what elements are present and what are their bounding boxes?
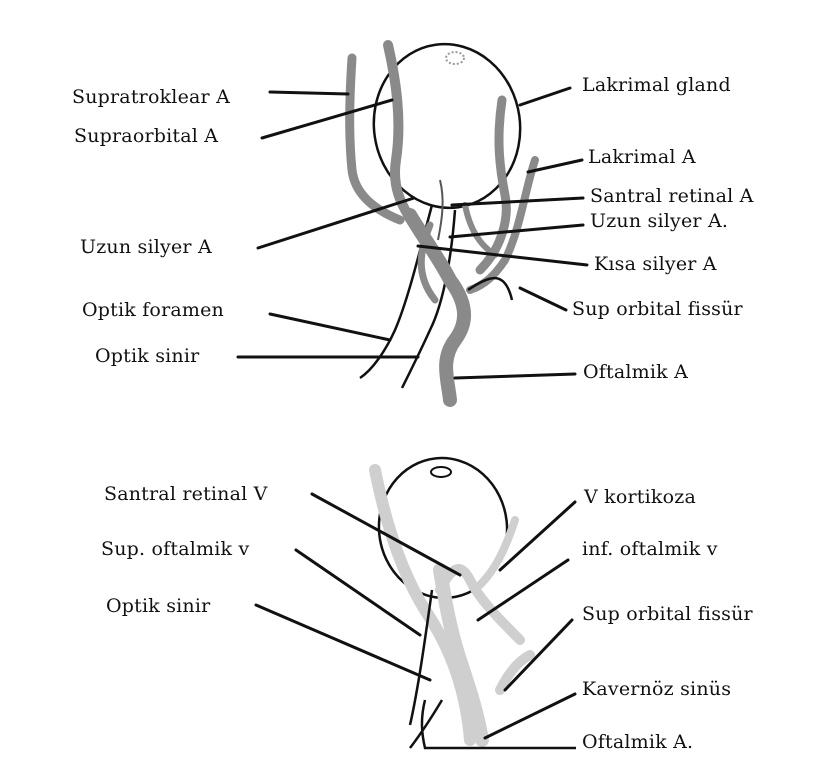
leader-optik-foramen	[270, 314, 390, 340]
ophthalmic-a-bottom-base	[422, 700, 576, 748]
label-uzun-silyer-a-left: Uzun silyer A	[80, 238, 212, 257]
venous-diagram-art	[256, 452, 576, 748]
cornea-mark-top	[446, 52, 464, 64]
superior-ophthalmic-vein	[375, 470, 470, 740]
arterial-diagram-art	[238, 35, 587, 400]
label-sup-oftalmik-v: Sup. oftalmik v	[101, 540, 249, 559]
label-kavernoz-sinus: Kavernöz sinüs	[582, 680, 731, 699]
ciliary-branch-2	[465, 205, 495, 255]
label-optik-sinir-bottom: Optik sinir	[106, 597, 210, 616]
leader-santral-retinal-a	[452, 198, 583, 205]
leader-lakrimal-gland	[520, 88, 570, 105]
central-retinal-artery-line	[438, 180, 443, 240]
label-sup-orbital-fissur-top: Sup orbital fissür	[572, 300, 743, 319]
leader-sup-orbital-fissur	[520, 288, 566, 310]
leader-optik-sinir-bottom	[256, 605, 430, 680]
label-santral-retinal-v: Santral retinal V	[104, 485, 268, 504]
vena-corticosa	[480, 520, 515, 585]
label-supraorbital-a: Supraorbital A	[74, 127, 218, 146]
leader-kavernoz-sinus	[485, 694, 575, 738]
label-v-kortikoza: V kortikoza	[584, 488, 696, 507]
label-oftalmik-a-top: Oftalmik A	[583, 363, 688, 382]
leader-supratroklear	[270, 92, 348, 94]
leader-uzun-silyer-left	[258, 198, 414, 248]
ophthalmic-artery-main	[410, 215, 464, 400]
label-sup-orbital-fissur-bottom: Sup orbital fissür	[582, 605, 753, 624]
label-lakrimal-gland: Lakrimal gland	[582, 76, 731, 95]
label-supratroklear-a: Supratroklear A	[72, 88, 230, 107]
label-optik-foramen: Optik foramen	[82, 301, 224, 320]
label-lakrimal-a: Lakrimal A	[588, 148, 696, 167]
label-uzun-silyer-a-right: Uzun silyer A.	[590, 212, 728, 231]
label-optik-sinir-top: Optik sinir	[95, 347, 199, 366]
label-santral-retinal-a: Santral retinal A	[590, 187, 754, 206]
label-inf-oftalmik-v: inf. oftalmik v	[582, 540, 718, 559]
label-kisa-silyer-a: Kısa silyer A	[594, 255, 717, 274]
cornea-mark-bottom	[431, 467, 451, 477]
leader-oftalmik-a	[455, 374, 575, 378]
cavernous-sinus	[500, 655, 530, 690]
label-oftalmik-a-bottom: Oftalmik A.	[582, 733, 693, 752]
leader-supraorbital	[262, 100, 392, 138]
